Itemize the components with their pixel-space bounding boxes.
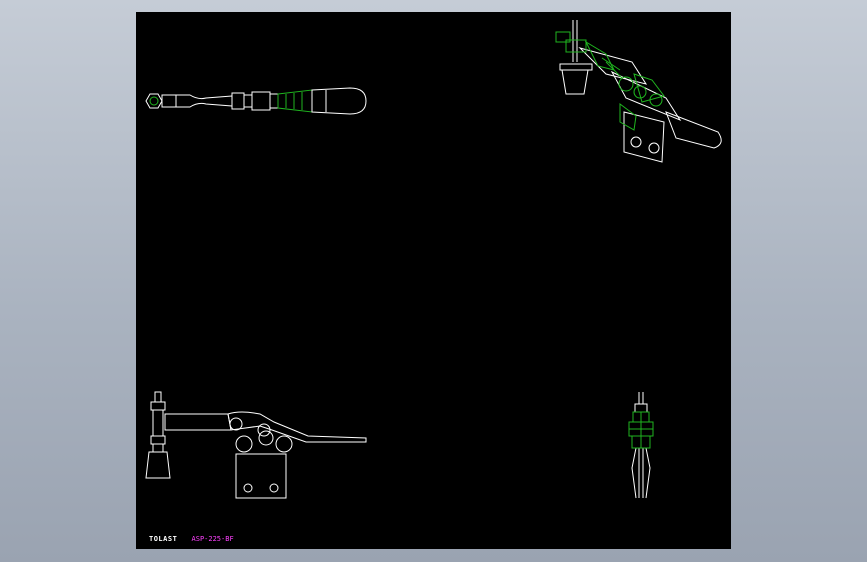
title-block: TOLAST ASP-225-BF	[149, 535, 234, 543]
company-logo-text: TOLAST	[149, 535, 178, 543]
isometric-view	[555, 20, 722, 163]
model-number: ASP-225-BF	[191, 535, 234, 543]
drawing-sheet: TOLAST ASP-225-BF	[136, 12, 731, 549]
top-view	[145, 87, 367, 115]
front-view	[145, 391, 367, 499]
side-view	[628, 392, 654, 499]
